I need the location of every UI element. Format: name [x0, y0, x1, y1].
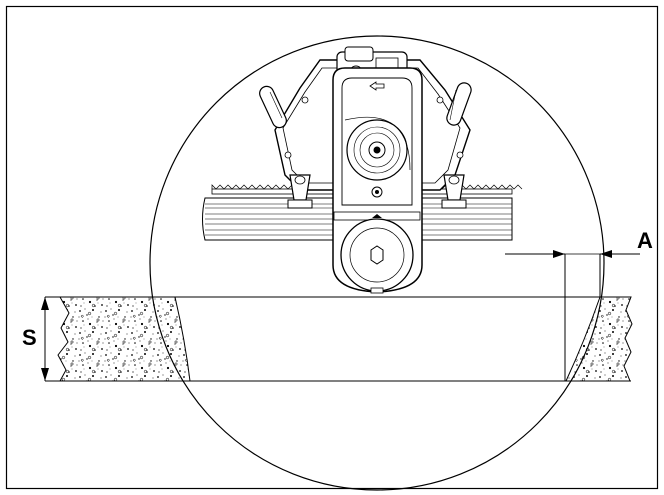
direction-arrow-icon: [369, 81, 385, 91]
frame-border: [5, 5, 659, 490]
left-foot: [287, 174, 313, 209]
dimension-a: A: [505, 228, 653, 381]
concrete-left: [57, 296, 191, 382]
left-handle: [259, 85, 287, 129]
dimension-s-label: S: [22, 325, 37, 350]
right-handle: [446, 82, 472, 126]
concrete-slab: [45, 296, 633, 382]
dimension-s: S: [22, 297, 49, 381]
saw-machine: [259, 46, 472, 294]
dimension-a-label: A: [637, 228, 653, 253]
blade-arm: [332, 67, 423, 294]
right-foot: [441, 174, 467, 209]
saw-blade-circle: [149, 35, 605, 491]
